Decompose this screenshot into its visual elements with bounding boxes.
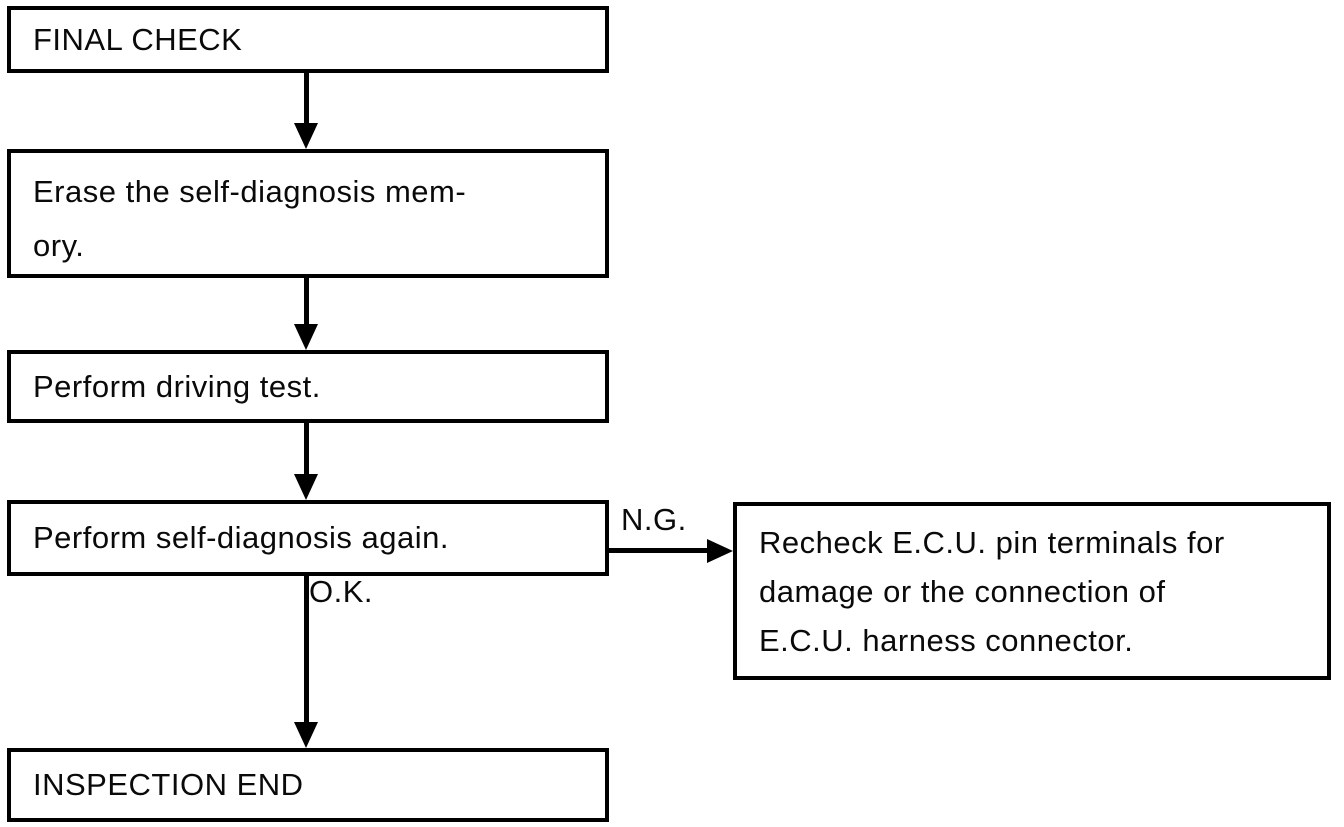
arrow-erase-to-drive-line [304,278,309,326]
node-final-check-label: FINAL CHECK [33,21,243,57]
arrow-drive-to-diag-line [304,423,309,476]
node-recheck-ecu-line1: Recheck E.C.U. pin terminals for [759,525,1225,560]
node-erase-memory-line1: Erase the self-diagnosis mem- [33,174,467,209]
node-erase-memory: Erase the self-diagnosis mem- ory. [7,149,609,278]
edge-label-ng: N.G. [621,502,687,537]
node-recheck-ecu-line3: E.C.U. harness connector. [759,623,1134,658]
arrow-final-to-erase-line [304,73,309,125]
node-recheck-ecu: Recheck E.C.U. pin terminals for damage … [733,502,1331,680]
node-recheck-ecu-line2: damage or the connection of [759,574,1166,609]
arrowhead-down-icon [294,722,318,748]
node-final-check: FINAL CHECK [7,6,609,73]
edge-label-ok: O.K. [309,574,374,609]
node-driving-test: Perform driving test. [7,350,609,423]
arrowhead-down-icon [294,123,318,149]
arrow-diag-to-recheck-line [609,548,709,553]
arrowhead-right-icon [707,539,733,563]
node-driving-test-label: Perform driving test. [33,368,321,404]
node-self-diagnosis-again-label: Perform self-diagnosis again. [33,520,449,555]
node-erase-memory-line2: ory. [33,228,85,263]
node-self-diagnosis-again: Perform self-diagnosis again. [7,500,609,576]
node-inspection-end-label: INSPECTION END [33,767,304,802]
arrow-diag-to-end-line [304,576,309,724]
node-inspection-end: INSPECTION END [7,748,609,822]
arrowhead-down-icon [294,324,318,350]
arrowhead-down-icon [294,474,318,500]
